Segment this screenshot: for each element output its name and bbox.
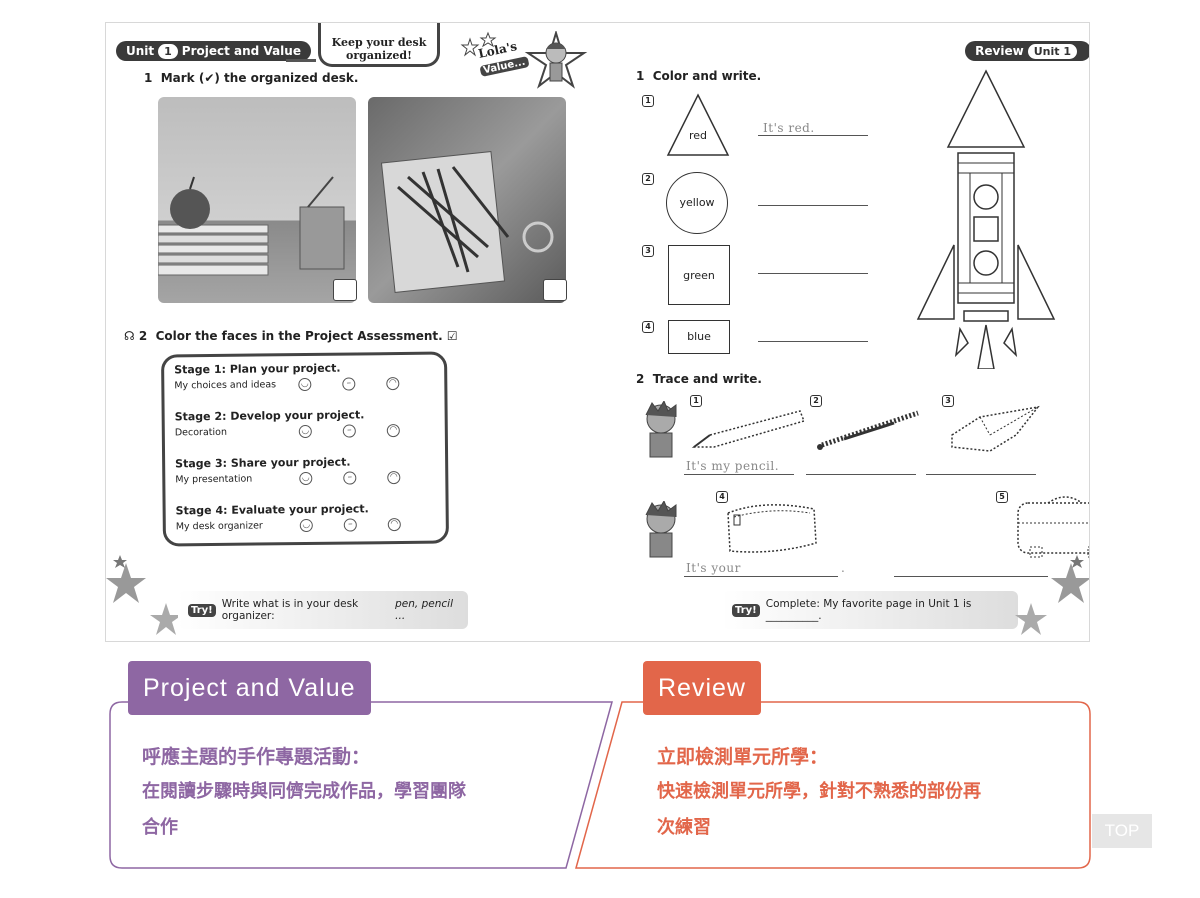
pencil-drawing-icon [691, 410, 806, 448]
checkbox-organized-desk[interactable] [333, 279, 357, 301]
circle-shape[interactable] [666, 172, 728, 234]
card-body: 在閱讀步驟時與同儕完成作品，學習團隊 合作 [142, 781, 466, 838]
answer-line[interactable] [758, 273, 868, 274]
answer-trace: It's red. [763, 121, 815, 135]
answer-end: . [841, 561, 846, 575]
neutral-face-icon[interactable]: – [342, 377, 356, 391]
answer-line[interactable] [806, 474, 916, 475]
eraser-drawing-icon [951, 405, 1040, 452]
neutral-face-icon[interactable]: – [343, 518, 357, 532]
card-heading: 立即檢測單元所學： [657, 746, 829, 768]
neutral-face-icon[interactable]: – [342, 424, 356, 438]
project-assessment-box: Stage 1: Plan your project. My choices a… [161, 351, 449, 547]
sad-face-icon[interactable]: ◠ [387, 518, 401, 532]
review-tab: Review Unit 1 [965, 41, 1089, 61]
rectangle-shape[interactable] [668, 320, 730, 354]
lola-character-illustration [460, 31, 588, 89]
answer-line[interactable] [758, 135, 868, 136]
happy-face-icon[interactable]: ◡ [298, 424, 312, 439]
left-page: Unit 1 Project and Value Keep your desk … [106, 23, 598, 641]
answer-line[interactable] [894, 576, 1048, 577]
question-2: ☊ 2 Color the faces in the Project Asses… [124, 329, 458, 343]
sad-face-icon[interactable]: ◠ [386, 424, 400, 438]
back-to-top-button[interactable]: TOP [1092, 814, 1152, 848]
answer-trace: It's my pencil. [686, 459, 780, 473]
messy-desk-photo [368, 97, 566, 303]
unit-tab: Unit 1 Project and Value [116, 41, 311, 61]
square-shape[interactable] [668, 245, 730, 305]
page-number: 14 [122, 619, 135, 629]
card-body: 快速檢測單元所學，針對不熟悉的部份再 次練習 [657, 781, 981, 838]
keep-desk-banner: Keep your desk organized! [318, 23, 440, 67]
sad-face-icon[interactable]: ◠ [387, 471, 401, 485]
boy-character-illustration [645, 401, 677, 458]
right-page: Review Unit 1 1 Color and write. 1 red I… [598, 23, 1089, 641]
header-rule [286, 59, 316, 62]
cards-outline [109, 701, 1091, 869]
checkbox-messy-desk[interactable] [543, 279, 567, 301]
stage-block: Stage 3: Share your project. My presenta… [175, 455, 431, 487]
try-box: Try! Complete: My favorite page in Unit … [722, 591, 1018, 629]
answer-line[interactable] [684, 474, 794, 475]
star-decoration-icon [106, 555, 182, 635]
bag-drawing-icon [1017, 496, 1089, 558]
try-badge: Try! [188, 603, 216, 617]
neutral-face-icon[interactable]: – [343, 471, 357, 485]
stage-block: Stage 1: Plan your project. My choices a… [174, 361, 430, 393]
happy-face-icon[interactable]: ◡ [299, 518, 313, 533]
page-number: 15 [1064, 619, 1077, 629]
answer-line[interactable] [684, 576, 838, 577]
card-heading: 呼應主題的手作專題活動： [142, 746, 371, 768]
try-box: Try! Write what is in your desk organize… [178, 591, 468, 629]
pencil-case-drawing-icon [727, 504, 817, 553]
listen-icon: ☊ [124, 329, 135, 343]
organized-desk-photo [158, 97, 356, 303]
question-1: 1 Mark (✔) the organized desk. [144, 71, 359, 85]
answer-line[interactable] [758, 205, 868, 206]
stage-block: Stage 4: Evaluate your project. My desk … [176, 502, 432, 534]
stage-block: Stage 2: Develop your project. Decoratio… [175, 408, 431, 440]
star-decoration-icon [1015, 555, 1089, 635]
question-2: 2 Trace and write. [636, 372, 762, 386]
boy-character-illustration [645, 501, 677, 558]
checklist-icon: ☑ [446, 329, 458, 343]
rocket-illustration[interactable] [910, 69, 1060, 369]
try-badge: Try! [732, 603, 760, 617]
question-1: 1 Color and write. [636, 69, 762, 83]
sad-face-icon[interactable]: ◠ [386, 377, 400, 391]
pen-drawing-icon [817, 410, 919, 450]
review-tab: Review [643, 661, 761, 715]
answer-line[interactable] [926, 474, 1036, 475]
answer-trace: It's your [686, 561, 741, 575]
triangle-shape[interactable] [666, 93, 730, 157]
happy-face-icon[interactable]: ◡ [298, 377, 312, 392]
project-value-tab: Project and Value [128, 661, 371, 715]
textbook-spread: Unit 1 Project and Value Keep your desk … [105, 22, 1090, 642]
happy-face-icon[interactable]: ◡ [299, 471, 313, 486]
answer-line[interactable] [758, 341, 868, 342]
